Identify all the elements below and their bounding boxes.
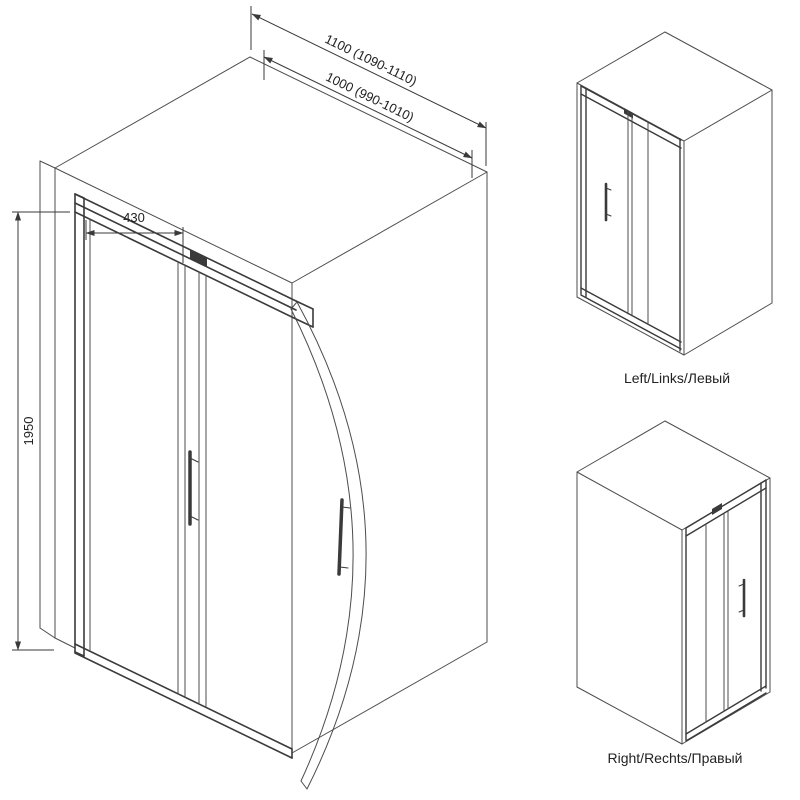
main-isometric-drawing xyxy=(39,56,488,790)
variant-left-drawing xyxy=(576,31,773,356)
variant-right-drawing xyxy=(576,420,771,745)
variant-right-panels xyxy=(705,510,729,723)
variant-right-caption: Right/Rechts/Правый xyxy=(608,750,743,766)
dim-height-label: 1950 xyxy=(21,417,36,446)
roller-block xyxy=(190,250,207,268)
variant-left-handle xyxy=(604,182,612,222)
door-handle xyxy=(188,450,199,526)
shower-enclosure-outline xyxy=(54,56,488,754)
dimension-height xyxy=(12,211,70,651)
glass-panels xyxy=(89,218,207,708)
variant-right-roller-block xyxy=(712,503,722,515)
door-frame xyxy=(74,193,314,759)
sliding-door-handle xyxy=(337,498,351,576)
variant-right-handle xyxy=(738,578,746,618)
dim-door-width-label: 430 xyxy=(123,210,145,225)
sliding-door-arc xyxy=(290,301,367,790)
variant-left-caption: Left/Links/Левый xyxy=(624,370,730,386)
variant-left-door-frame xyxy=(580,85,682,352)
left-wall-panel xyxy=(39,160,76,649)
dimension-outer-width xyxy=(250,6,487,166)
variant-left-panels xyxy=(627,111,649,325)
dimension-door-panel-width xyxy=(85,220,184,263)
variant-right-door-frame xyxy=(685,479,767,742)
dimension-inner-width xyxy=(263,50,473,178)
variant-right-box xyxy=(576,420,771,745)
